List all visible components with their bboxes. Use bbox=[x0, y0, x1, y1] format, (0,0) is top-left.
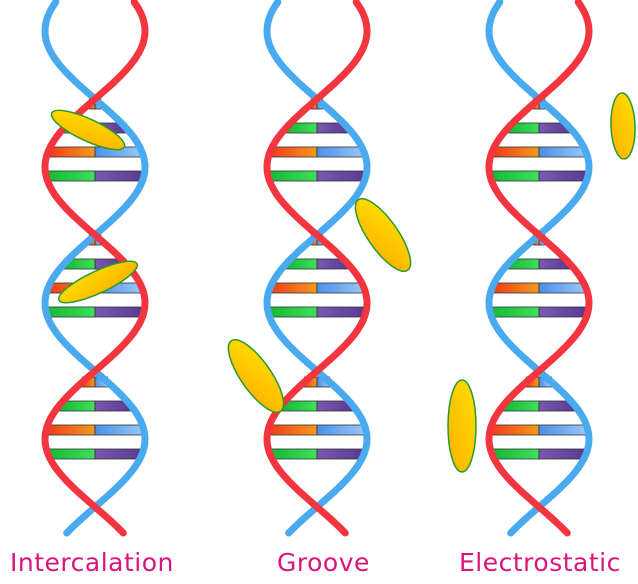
base-pair bbox=[48, 147, 142, 157]
base-pair bbox=[490, 171, 588, 181]
base-pair bbox=[508, 259, 570, 269]
caption-intercalation: Intercalation bbox=[10, 548, 174, 577]
ligand-molecule bbox=[448, 380, 476, 472]
base-pair bbox=[268, 307, 366, 317]
base-pair bbox=[286, 123, 348, 133]
caption-electrostatic: Electrostatic bbox=[459, 548, 621, 577]
dna-helix-groove bbox=[267, 2, 367, 533]
base-pair bbox=[48, 449, 142, 459]
ligand-molecule bbox=[610, 93, 636, 160]
base-pair bbox=[492, 283, 586, 293]
base-pair bbox=[490, 307, 588, 317]
base-pair bbox=[268, 425, 366, 435]
base-pair bbox=[492, 147, 586, 157]
ligand-molecule bbox=[346, 191, 420, 279]
caption-groove: Groove bbox=[277, 548, 370, 577]
base-pair bbox=[46, 307, 144, 317]
base-pair bbox=[270, 449, 364, 459]
base-pair bbox=[508, 123, 570, 133]
base-pair bbox=[46, 171, 144, 181]
base-pair bbox=[490, 425, 588, 435]
base-pair bbox=[281, 401, 353, 411]
dna-helix-electrostatic bbox=[489, 2, 589, 533]
base-pair bbox=[286, 259, 348, 269]
base-pair bbox=[59, 401, 131, 411]
base-pair bbox=[492, 449, 586, 459]
ligand-molecule bbox=[219, 332, 293, 420]
base-pair bbox=[503, 401, 575, 411]
base-pair bbox=[46, 425, 144, 435]
base-pair bbox=[270, 283, 364, 293]
base-pair bbox=[268, 171, 366, 181]
base-pair bbox=[270, 147, 364, 157]
